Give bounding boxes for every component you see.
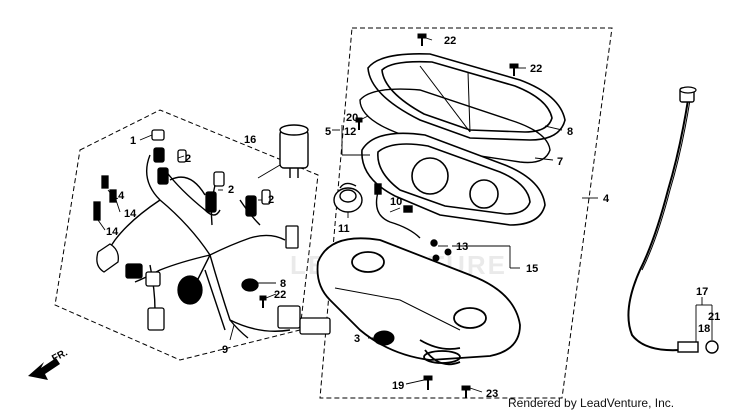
callout-10: 10	[390, 196, 402, 208]
part-15-meter-case	[316, 237, 521, 366]
callout-8a: 8	[567, 126, 573, 138]
callout-22a: 22	[444, 35, 456, 47]
meter-assembly-boundary	[319, 27, 613, 399]
callout-20: 20	[346, 112, 358, 124]
callout-22b: 22	[530, 63, 542, 75]
callout-2b: 2	[228, 184, 234, 196]
callout-2c: 2	[268, 194, 274, 206]
part-5-meter-panel	[361, 132, 546, 226]
leader-lines	[97, 37, 713, 393]
callout-14a: 14	[112, 190, 125, 202]
part-4-speedometer-cable	[627, 86, 719, 354]
part-8-lens-cover	[367, 52, 566, 141]
callout-17: 17	[696, 286, 708, 298]
callout-3: 3	[354, 333, 360, 345]
render-credit: Rendered by LeadVenture, Inc.	[508, 396, 675, 410]
callout-13: 13	[456, 241, 468, 253]
part-3-grommet	[373, 330, 395, 346]
callout-7: 7	[557, 156, 563, 168]
callout-11: 11	[338, 223, 350, 235]
part-10-socket-wiring	[374, 183, 438, 247]
part-7-gasket	[359, 88, 551, 164]
callout-16: 16	[244, 134, 256, 146]
callout-2a: 2	[185, 153, 191, 165]
front-arrow-icon	[28, 358, 60, 380]
callout-5: 5	[325, 126, 331, 138]
callout-15: 15	[526, 263, 538, 275]
callout-18: 18	[698, 323, 710, 335]
callout-9: 9	[222, 344, 228, 356]
callout-22c: 22	[274, 289, 286, 301]
harness-connectors	[93, 129, 331, 335]
callout-23: 23	[486, 388, 498, 400]
screws	[259, 33, 519, 398]
front-label: FR.	[50, 347, 70, 364]
part-11-bulb-cluster	[333, 182, 363, 213]
part-9-wire-harness	[97, 154, 291, 339]
callout-14c: 14	[106, 226, 119, 238]
part-16-capacitor	[279, 124, 309, 178]
callout-14b: 14	[124, 208, 137, 220]
callout-4: 4	[603, 193, 610, 205]
callout-21: 21	[708, 311, 720, 323]
callout-19: 19	[392, 380, 404, 392]
callout-1: 1	[130, 135, 136, 147]
callout-12: 12	[344, 126, 356, 138]
callout-8b: 8	[280, 278, 286, 290]
